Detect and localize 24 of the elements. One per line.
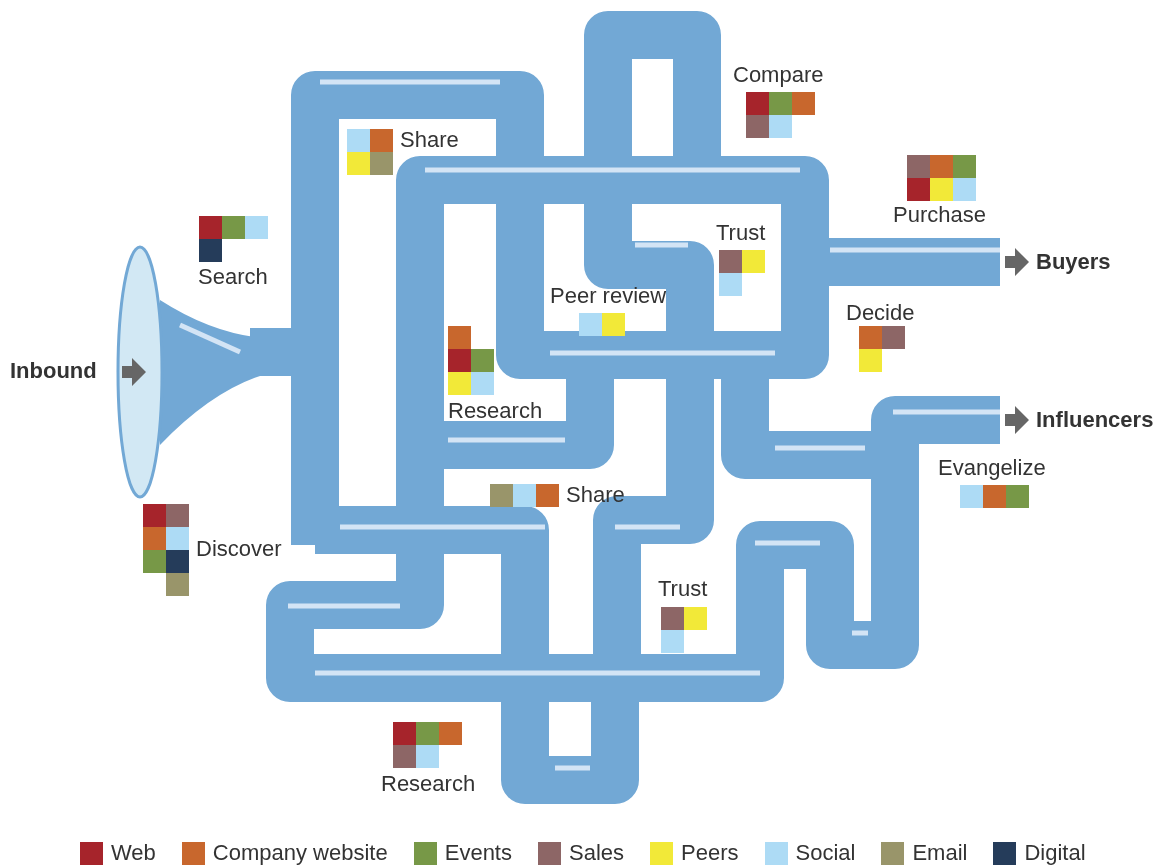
- legend-label: Peers: [681, 840, 739, 865]
- stage-label: Research: [381, 773, 476, 795]
- stage-label: Purchase: [893, 204, 986, 226]
- stage-label: Evangelize: [938, 457, 1046, 479]
- stage-label: Share: [566, 484, 625, 506]
- legend-label: Social: [795, 840, 856, 865]
- stage-label: Compare: [733, 64, 824, 86]
- legend-label: Sales: [569, 840, 625, 865]
- legend-label: Events: [444, 840, 512, 865]
- flow-label: Buyers: [1036, 251, 1111, 273]
- stage-label: Search: [198, 266, 268, 288]
- stage-label: Trust: [716, 222, 766, 244]
- flow-label: Influencers: [1036, 409, 1154, 431]
- stage-label: Peer review: [550, 285, 667, 307]
- legend-label: Digital: [1024, 840, 1086, 865]
- flow-label: Inbound: [10, 360, 97, 382]
- legend-label: Company website: [212, 840, 388, 865]
- legend-label: Email: [912, 840, 968, 865]
- legend-label: Web: [111, 840, 156, 865]
- stage-label: Research: [448, 400, 543, 422]
- stage-label: Discover: [196, 538, 282, 560]
- stage-label: Decide: [846, 302, 915, 324]
- stage-label: Share: [400, 129, 459, 151]
- stage-label: Trust: [658, 578, 708, 600]
